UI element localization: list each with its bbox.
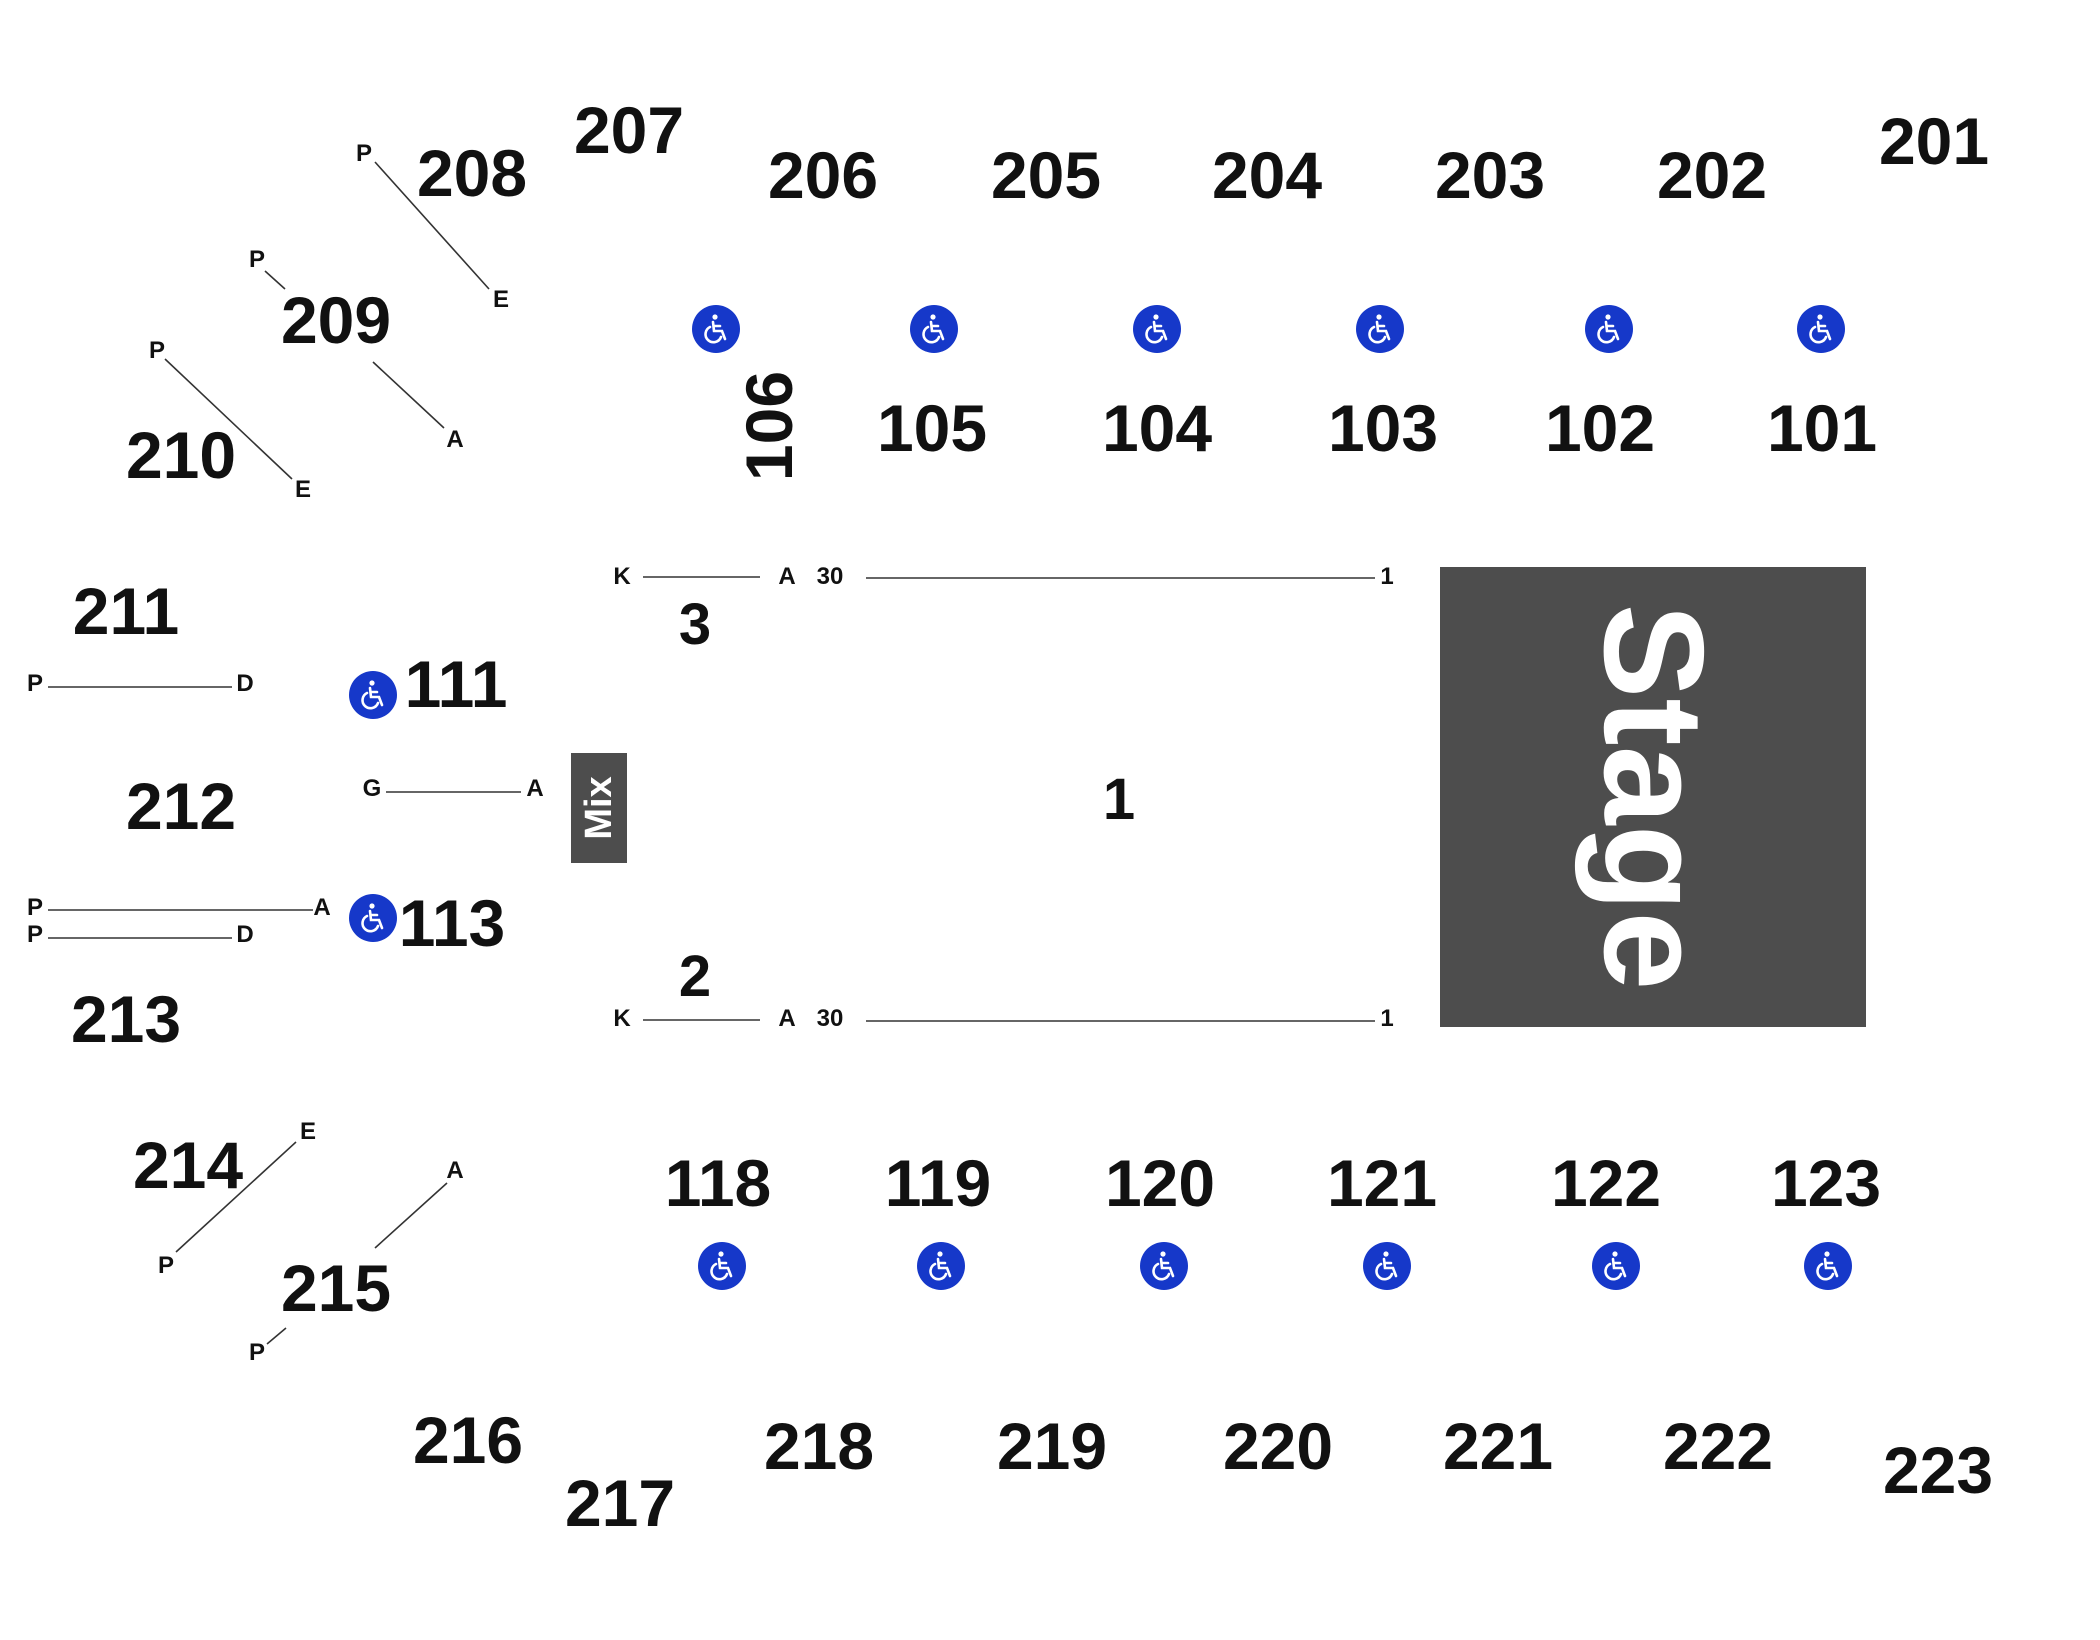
row-label: K xyxy=(613,563,631,590)
section-215[interactable]: 215 xyxy=(280,1251,392,1325)
row-label: E xyxy=(492,286,510,313)
row-label: A xyxy=(313,894,331,921)
section-220[interactable]: 220 xyxy=(1222,1409,1334,1483)
floor-section-1[interactable]: 1 xyxy=(1102,767,1136,832)
section-208[interactable]: 208 xyxy=(416,136,528,210)
row-label: A xyxy=(526,775,544,802)
section-207[interactable]: 207 xyxy=(573,93,685,167)
row-label: P xyxy=(157,1252,175,1279)
section-213[interactable]: 213 xyxy=(70,982,182,1056)
section-222[interactable]: 222 xyxy=(1662,1409,1774,1483)
section-212[interactable]: 212 xyxy=(125,769,237,843)
row-line-209-bottom xyxy=(372,361,445,429)
section-202[interactable]: 202 xyxy=(1656,138,1768,212)
row-label: P xyxy=(355,140,373,167)
row-label: P xyxy=(148,337,166,364)
section-106[interactable]: 106 xyxy=(732,370,806,482)
section-216[interactable]: 216 xyxy=(412,1403,524,1477)
row-label: K xyxy=(613,1005,631,1032)
section-122[interactable]: 122 xyxy=(1550,1146,1662,1220)
floor-section-3[interactable]: 3 xyxy=(678,592,712,657)
wheelchair-icon[interactable] xyxy=(917,1242,965,1290)
section-104[interactable]: 104 xyxy=(1101,391,1213,465)
row-label: P xyxy=(26,894,44,921)
row-line-215-bottom xyxy=(266,1327,287,1345)
section-105[interactable]: 105 xyxy=(876,391,988,465)
section-203[interactable]: 203 xyxy=(1434,138,1546,212)
wheelchair-icon[interactable] xyxy=(349,671,397,719)
row-label: A xyxy=(446,1157,464,1184)
section-113[interactable]: 113 xyxy=(398,886,506,960)
row-label: D xyxy=(236,670,254,697)
wheelchair-icon[interactable] xyxy=(1804,1242,1852,1290)
seat-label: 30 xyxy=(816,1005,844,1032)
section-211[interactable]: 211 xyxy=(72,574,180,648)
row-line-210 xyxy=(164,358,293,480)
section-103[interactable]: 103 xyxy=(1327,391,1439,465)
seat-label: 1 xyxy=(1380,563,1394,590)
row-label: P xyxy=(26,921,44,948)
section-111[interactable]: 111 xyxy=(404,647,508,721)
stage-label: Stage xyxy=(1574,603,1733,991)
section-205[interactable]: 205 xyxy=(990,138,1102,212)
row-label: A xyxy=(446,426,464,453)
section-121[interactable]: 121 xyxy=(1326,1146,1438,1220)
row-line-214 xyxy=(175,1141,297,1253)
wheelchair-icon[interactable] xyxy=(1363,1242,1411,1290)
row-label: P xyxy=(248,1339,266,1366)
section-204[interactable]: 204 xyxy=(1211,138,1323,212)
wheelchair-icon[interactable] xyxy=(349,894,397,942)
section-210[interactable]: 210 xyxy=(125,418,237,492)
section-223[interactable]: 223 xyxy=(1882,1433,1994,1507)
section-214[interactable]: 214 xyxy=(132,1128,244,1202)
wheelchair-icon[interactable] xyxy=(1585,305,1633,353)
section-218[interactable]: 218 xyxy=(763,1409,875,1483)
section-206[interactable]: 206 xyxy=(767,138,879,212)
row-label: A xyxy=(778,563,796,590)
mix-label: Mix xyxy=(578,776,620,840)
wheelchair-icon[interactable] xyxy=(1133,305,1181,353)
wheelchair-icon[interactable] xyxy=(692,305,740,353)
row-line-209-top xyxy=(264,270,286,290)
wheelchair-icon[interactable] xyxy=(910,305,958,353)
row-line-215-top xyxy=(374,1182,448,1249)
stage[interactable]: Stage xyxy=(1440,567,1866,1027)
row-label: E xyxy=(294,476,312,503)
row-label: D xyxy=(236,921,254,948)
mix-position[interactable]: Mix xyxy=(571,753,627,863)
section-209[interactable]: 209 xyxy=(280,283,392,357)
row-label: P xyxy=(26,670,44,697)
row-label: G xyxy=(362,775,382,802)
seat-label: 30 xyxy=(816,563,844,590)
section-119[interactable]: 119 xyxy=(884,1146,992,1220)
section-118[interactable]: 118 xyxy=(664,1146,772,1220)
wheelchair-icon[interactable] xyxy=(1356,305,1404,353)
seat-label: 1 xyxy=(1380,1005,1394,1032)
floor-section-2[interactable]: 2 xyxy=(678,944,712,1009)
section-101[interactable]: 101 xyxy=(1766,391,1878,465)
section-217[interactable]: 217 xyxy=(564,1466,676,1540)
section-120[interactable]: 120 xyxy=(1104,1146,1216,1220)
section-102[interactable]: 102 xyxy=(1544,391,1656,465)
section-201[interactable]: 201 xyxy=(1878,104,1990,178)
wheelchair-icon[interactable] xyxy=(698,1242,746,1290)
wheelchair-icon[interactable] xyxy=(1140,1242,1188,1290)
row-line-208 xyxy=(374,161,490,290)
row-label: A xyxy=(778,1005,796,1032)
wheelchair-icon[interactable] xyxy=(1592,1242,1640,1290)
row-label: P xyxy=(248,246,266,273)
section-221[interactable]: 221 xyxy=(1442,1409,1554,1483)
row-label: E xyxy=(299,1118,317,1145)
section-219[interactable]: 219 xyxy=(996,1409,1108,1483)
section-123[interactable]: 123 xyxy=(1770,1146,1882,1220)
wheelchair-icon[interactable] xyxy=(1797,305,1845,353)
